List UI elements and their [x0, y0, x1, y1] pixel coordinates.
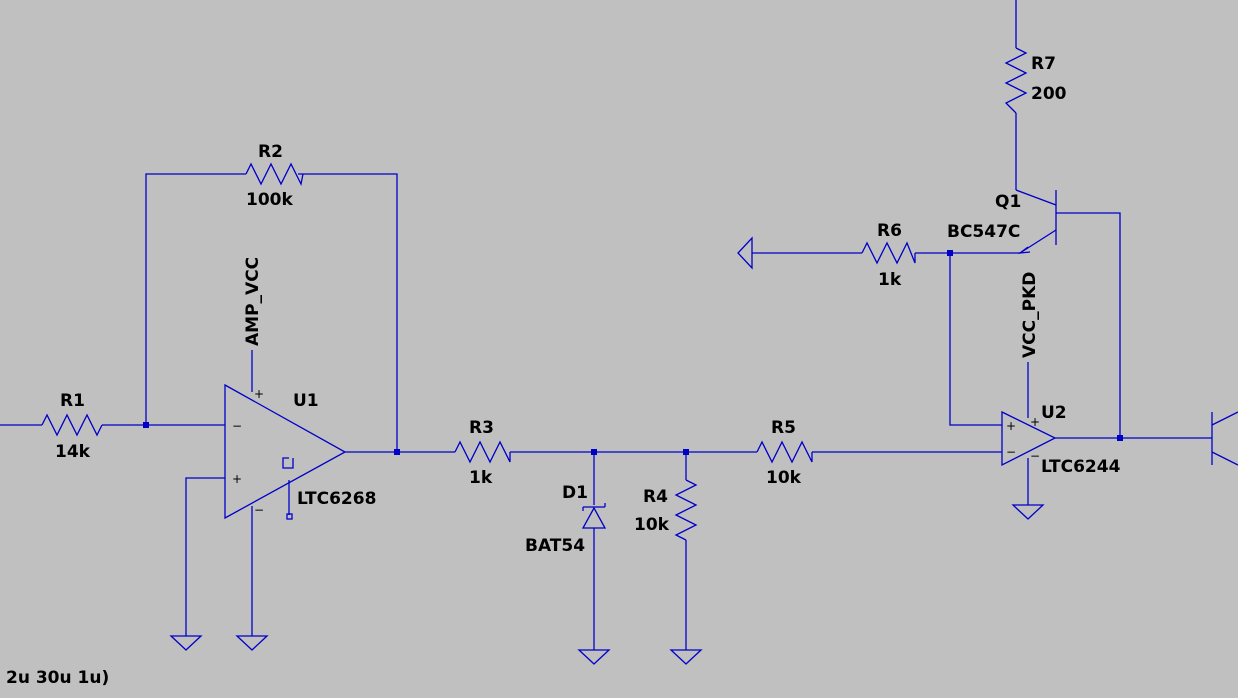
- resistor-r7[interactable]: [1004, 47, 1028, 114]
- r4-ref: R4: [643, 487, 668, 507]
- u1-minus-pin-sign: −: [232, 419, 242, 433]
- component-labels: R1 14k R2 100k R3 1k R4 10k R5 10k R6 1k…: [6, 54, 1121, 688]
- resistor-r1[interactable]: [41, 413, 103, 437]
- net-label-vcc-pkd: VCC_PKD: [1020, 272, 1040, 358]
- r7-value: 200: [1031, 84, 1067, 104]
- resistor-r2[interactable]: [245, 162, 304, 186]
- r4-value: 10k: [634, 515, 670, 535]
- resistor-r5[interactable]: [756, 440, 813, 464]
- r6-value: 1k: [878, 270, 902, 290]
- u2-ref: U2: [1041, 403, 1067, 423]
- r2-value: 100k: [246, 190, 293, 210]
- wires[interactable]: [0, 0, 1212, 650]
- diode-d1[interactable]: [581, 503, 607, 529]
- r3-ref: R3: [469, 418, 494, 438]
- r2-ref: R2: [258, 142, 283, 162]
- opamp-u2[interactable]: + − + −: [1001, 410, 1057, 467]
- ground-symbols: [169, 236, 1045, 665]
- transistor-partial[interactable]: [1211, 411, 1238, 466]
- q1-ref: Q1: [995, 192, 1021, 212]
- resistor-r6[interactable]: [861, 241, 916, 265]
- d1-ref: D1: [562, 483, 588, 503]
- r5-ref: R5: [771, 418, 796, 438]
- u2-minus-pin-sign: −: [1006, 445, 1016, 459]
- r5-value: 10k: [766, 468, 802, 488]
- r7-ref: R7: [1031, 54, 1056, 74]
- u2-vplus-sign: +: [1030, 415, 1040, 429]
- u2-value: LTC6244: [1041, 457, 1121, 477]
- u2-plus-pin-sign: +: [1006, 419, 1016, 433]
- u1-plus-pin-sign: +: [232, 472, 242, 486]
- opamp-u1[interactable]: − + + −: [224, 383, 347, 520]
- r1-ref: R1: [60, 391, 85, 411]
- u1-ref: U1: [293, 391, 319, 411]
- r6-ref: R6: [877, 221, 902, 241]
- q1-value: BC547C: [947, 222, 1020, 242]
- u1-value: LTC6268: [297, 489, 376, 509]
- transistor-q1[interactable]: [1015, 189, 1057, 254]
- junctions: [143, 250, 1123, 455]
- d1-value: BAT54: [525, 536, 585, 556]
- u1-vminus-sign: −: [254, 503, 264, 517]
- u1-vplus-sign: +: [254, 387, 264, 401]
- r1-value: 14k: [55, 442, 91, 462]
- resistor-r3[interactable]: [454, 440, 511, 464]
- resistor-r4[interactable]: [674, 479, 698, 541]
- net-label-amp-vcc: AMP_VCC: [243, 257, 263, 346]
- r3-value: 1k: [469, 468, 493, 488]
- spice-directive: 2u 30u 1u): [6, 668, 109, 688]
- u2-vminus-sign: −: [1030, 449, 1040, 463]
